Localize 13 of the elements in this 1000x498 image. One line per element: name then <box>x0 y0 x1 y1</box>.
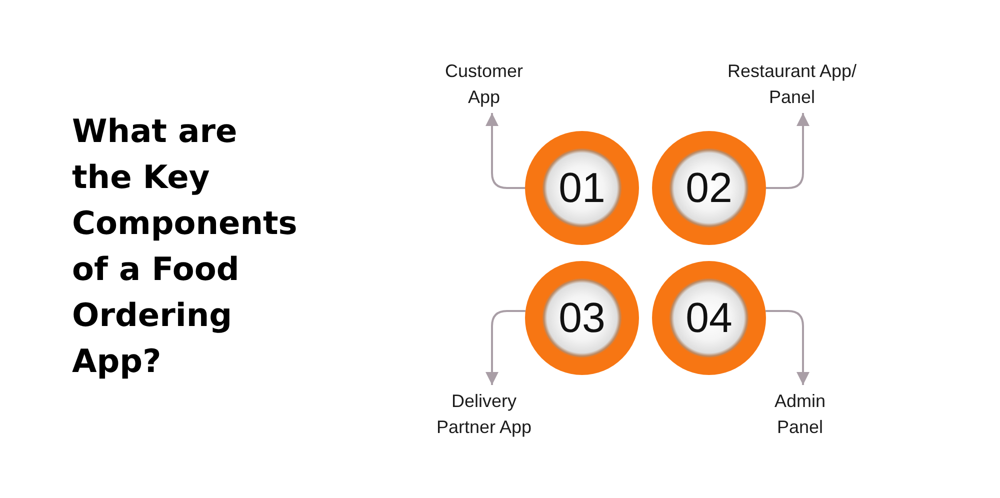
component-label: Delivery Partner App <box>433 388 535 440</box>
step-number: 03 <box>558 297 606 339</box>
step-number: 04 <box>686 297 732 339</box>
component-label: Customer App <box>442 58 526 110</box>
arrow <box>766 310 810 385</box>
arrow <box>486 310 526 385</box>
component-label: Restaurant App/ Panel <box>724 58 860 110</box>
arrow <box>486 113 525 189</box>
component-label: Admin Panel <box>772 388 828 440</box>
step-number: 01 <box>558 167 606 209</box>
title-heading: What are the Key Components of a Food Ordering App? <box>72 111 298 382</box>
arrow <box>766 113 810 189</box>
step-number: 02 <box>686 167 732 209</box>
